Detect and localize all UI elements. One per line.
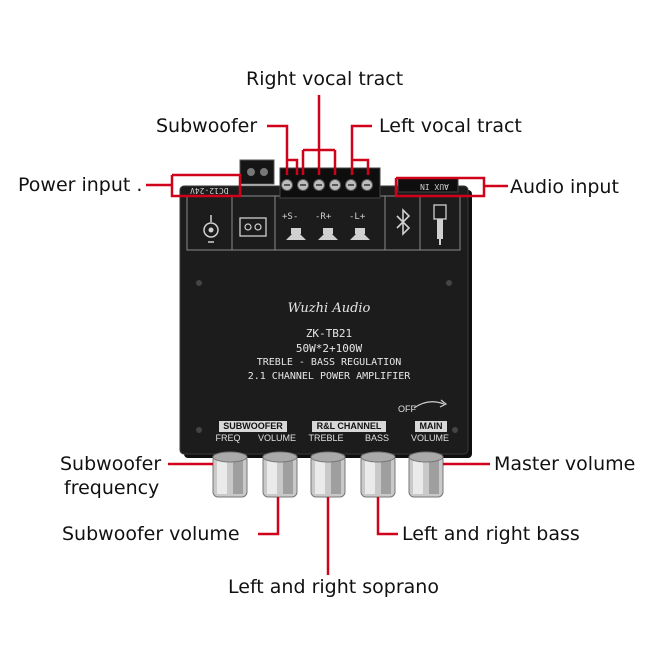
callout-subwoofer-frequency-line2: frequency (64, 477, 160, 499)
mounting-hole (196, 427, 202, 433)
callout-power-input: Power input . (18, 174, 143, 196)
mounting-hole (196, 280, 202, 286)
power-jack-icon (203, 215, 219, 243)
callout-line (394, 176, 486, 198)
amplifier-board (179, 185, 469, 455)
knob-label-treble: TREBLE (308, 433, 344, 443)
terminal-label-s: +S- (282, 212, 299, 222)
knob-top (262, 451, 298, 463)
knob-shade (429, 458, 439, 494)
callout-line (267, 124, 289, 175)
knob-shade (233, 458, 243, 494)
aux-jack-icon (433, 204, 447, 245)
knob-label-freq: FREQ (215, 433, 241, 443)
knob-highlight (315, 458, 325, 494)
terminal-screws (281, 179, 373, 191)
knob-shade (331, 458, 341, 494)
power-rating: 50W*2+100W (295, 342, 363, 355)
callout-subwoofer-volume: Subwoofer volume (62, 523, 240, 545)
knob-label-bass: BASS (364, 433, 389, 443)
dc-connector (239, 159, 275, 185)
arrow-icon (439, 399, 448, 408)
volume-arc (413, 401, 445, 409)
screw (260, 168, 268, 176)
description-line1: TREBLE - BASS REGULATION (256, 357, 402, 368)
description-line2: 2.1 CHANNEL POWER AMPLIFIER (247, 371, 411, 382)
knob-top (212, 451, 248, 463)
knob-highlight (413, 458, 423, 494)
bluetooth-icon (396, 208, 411, 236)
terminal-block-icon (239, 217, 267, 237)
knob-shade (283, 458, 293, 494)
group-label-rl-channel: R&L CHANNEL (312, 421, 386, 432)
group-label-main: MAIN (415, 421, 447, 432)
screw (247, 168, 255, 176)
callout-left-right-soprano: Left and right soprano (228, 576, 439, 598)
callout-line (170, 173, 242, 198)
speaker-icon (318, 228, 338, 240)
mounting-hole (452, 427, 458, 433)
callout-line (258, 497, 280, 536)
callout-line (376, 497, 398, 536)
callout-line (287, 158, 299, 175)
callout-subwoofer: Subwoofer (156, 115, 258, 137)
knob-highlight (217, 458, 227, 494)
knobs (212, 451, 444, 498)
callout-left-vocal-tract: Left vocal tract (379, 115, 522, 137)
knob-highlight (267, 458, 277, 494)
group-label-subwoofer: SUBWOOFER (219, 421, 287, 432)
knob-label-sub-volume: VOLUME (257, 433, 296, 443)
knob-shade (381, 458, 391, 494)
dc-label: DC12-24V (190, 186, 229, 195)
off-label: OFF (398, 404, 416, 414)
model-name: ZK-TB21 (305, 327, 353, 340)
knob-top (360, 451, 396, 463)
speaker-icon (350, 228, 370, 240)
knob-highlight (365, 458, 375, 494)
knob-top (310, 451, 346, 463)
brand-logo: Wuzhi Audio (287, 301, 371, 316)
terminal-label-r: -R+ (315, 212, 332, 222)
mounting-hole (446, 280, 452, 286)
callout-master-volume: Master volume (494, 453, 636, 475)
callout-line (350, 124, 372, 175)
callout-subwoofer-frequency: Subwoofer (60, 453, 162, 475)
callout-lines (146, 95, 508, 575)
terminal-label-l: -L+ (349, 212, 366, 222)
speaker-icon (286, 228, 306, 240)
knob-label-main-volume: VOLUME (410, 433, 449, 443)
callout-right-vocal-tract: Right vocal tract (246, 68, 404, 90)
knob-top (408, 451, 444, 463)
callout-audio-input: Audio input (510, 176, 619, 198)
callout-left-right-bass: Left and right bass (402, 523, 580, 545)
callout-line (352, 158, 370, 175)
aux-label: AUX IN (420, 182, 449, 191)
